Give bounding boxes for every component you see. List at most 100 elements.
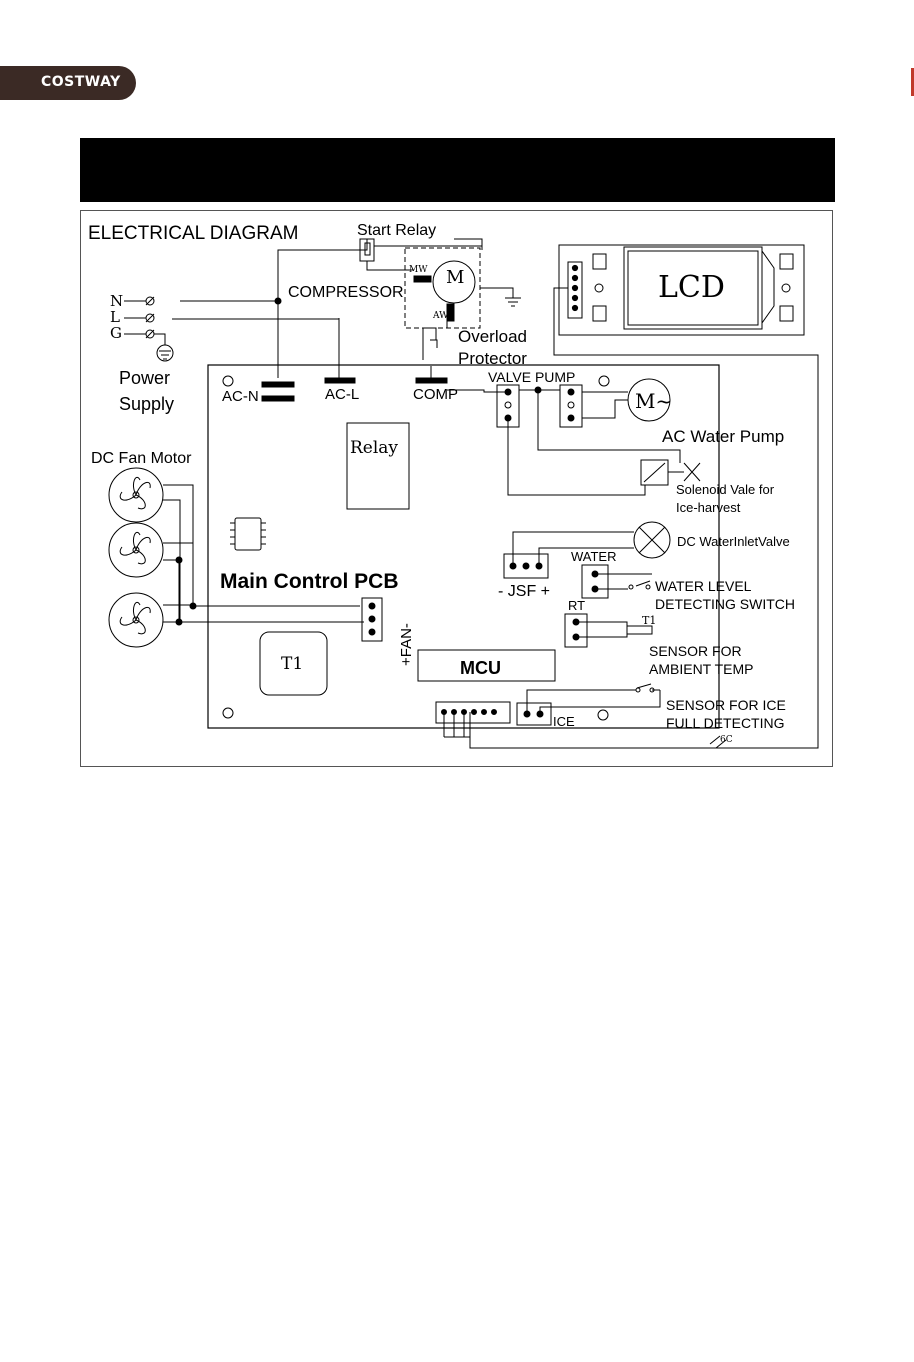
lcd-pad	[779, 305, 794, 322]
l-label: L	[110, 308, 120, 326]
pin	[368, 615, 376, 623]
wire	[507, 418, 646, 496]
lcd-module	[558, 244, 805, 336]
water-inlet-valve-icon	[633, 521, 671, 559]
ic-chip-pins	[230, 522, 266, 545]
switch-contact	[645, 584, 651, 590]
wire	[512, 531, 634, 566]
wire-junction	[175, 618, 183, 626]
wire-junction	[175, 556, 183, 564]
pin	[471, 709, 477, 715]
jsf-label: - JSF +	[498, 583, 550, 600]
wire-junction	[274, 297, 282, 305]
temp-sensor-icon	[626, 625, 653, 635]
ice-switch-icon	[632, 683, 660, 691]
pin	[368, 628, 376, 636]
main-pcb-label: Main Control PCB	[220, 570, 399, 593]
ac-n-label: AC-N	[222, 388, 259, 405]
ground-icon	[156, 344, 174, 362]
wire	[576, 621, 628, 638]
pin	[567, 388, 575, 396]
fan-icon	[108, 522, 164, 578]
power-leads	[124, 300, 146, 335]
fan-wires	[163, 484, 364, 623]
pin	[567, 414, 575, 422]
lcd-bracket	[761, 250, 775, 324]
compressor-label: COMPRESSOR	[288, 284, 404, 301]
lcd-pad	[592, 305, 607, 322]
mcu-chip	[417, 649, 556, 682]
wire	[582, 391, 628, 419]
t1-component	[259, 631, 328, 696]
display-cable	[443, 712, 470, 738]
display-connector	[435, 701, 511, 724]
ground-wire	[154, 333, 166, 345]
g-label: G	[110, 324, 122, 342]
t1-sensor-label: T1	[642, 614, 656, 627]
lcd-screen-inner	[627, 250, 759, 326]
pcb-mount-hole	[222, 375, 234, 387]
power-supply-label-1: Power	[119, 368, 170, 388]
ac-n-plate-bottom	[261, 395, 295, 402]
dc-water-inlet-label: DC WaterInletValve	[677, 534, 790, 549]
sensor-ice-label-1: SENSOR FOR ICE	[666, 697, 786, 713]
solenoid-valve-icon	[643, 462, 701, 483]
sensor-ambient-label-1: SENSOR FOR	[649, 643, 742, 659]
valve-pump-label: VALVE PUMP	[488, 369, 575, 385]
brand-logo: COSTWAY	[41, 74, 121, 90]
pin	[481, 709, 487, 715]
sensor-ice-label-2: FULL DETECTING	[666, 715, 785, 731]
wire	[430, 321, 448, 378]
solenoid-label-1: Solenoid Vale for	[676, 482, 775, 497]
cable-break-icon	[709, 735, 727, 749]
ac-l-label: AC-L	[325, 386, 359, 403]
solenoid-label-2: Ice-harvest	[676, 500, 741, 515]
wire	[537, 390, 681, 463]
pcb-mount-hole	[597, 709, 609, 721]
pin	[571, 284, 579, 292]
water-connector	[581, 564, 609, 599]
jsf-connector	[503, 553, 549, 579]
pin	[522, 562, 530, 570]
fan-icon	[108, 467, 164, 523]
brand-tab	[0, 66, 136, 100]
pin	[571, 294, 579, 302]
page-edge-mark	[911, 68, 914, 96]
rt-label: RT	[568, 598, 585, 613]
water-inlet-valve-cross	[638, 526, 666, 554]
switch-contact	[635, 687, 641, 693]
water-label: WATER	[571, 549, 617, 564]
pin	[571, 264, 579, 272]
fan-connector-label: +FAN-	[398, 623, 415, 666]
aw-terminal	[446, 303, 455, 322]
water-level-label-1: WATER LEVEL	[655, 578, 752, 594]
ac-l-terminal	[324, 377, 356, 384]
cable-label: 6C	[720, 735, 733, 745]
pin	[491, 709, 497, 715]
pump-connector	[559, 384, 583, 428]
n-label: N	[110, 292, 123, 310]
water-level-label-2: DETECTING SWITCH	[655, 596, 795, 612]
wire	[277, 239, 368, 378]
terminal-slash	[145, 296, 155, 339]
terminal-n	[145, 296, 155, 306]
pin	[571, 304, 579, 312]
diagram-frame	[80, 210, 833, 767]
pin	[567, 401, 575, 409]
relay-block	[346, 422, 410, 510]
pump-motor-symbol	[627, 378, 671, 422]
lcd-label: LCD	[658, 270, 725, 305]
rt-connector	[564, 613, 588, 648]
lcd-cable	[469, 287, 819, 749]
ac-water-pump-label: AC Water Pump	[662, 427, 784, 446]
lcd-screen	[623, 246, 763, 330]
section-header-bar	[80, 138, 835, 202]
relay-label: Relay	[350, 438, 398, 458]
wire-junction	[189, 602, 197, 610]
pin	[368, 602, 376, 610]
mw-label: MW	[409, 265, 428, 275]
ice-connector	[516, 702, 552, 726]
compressor-ground-icon	[480, 287, 521, 307]
comp-label: COMP	[413, 386, 458, 403]
overload-protector-symbol	[422, 327, 438, 360]
